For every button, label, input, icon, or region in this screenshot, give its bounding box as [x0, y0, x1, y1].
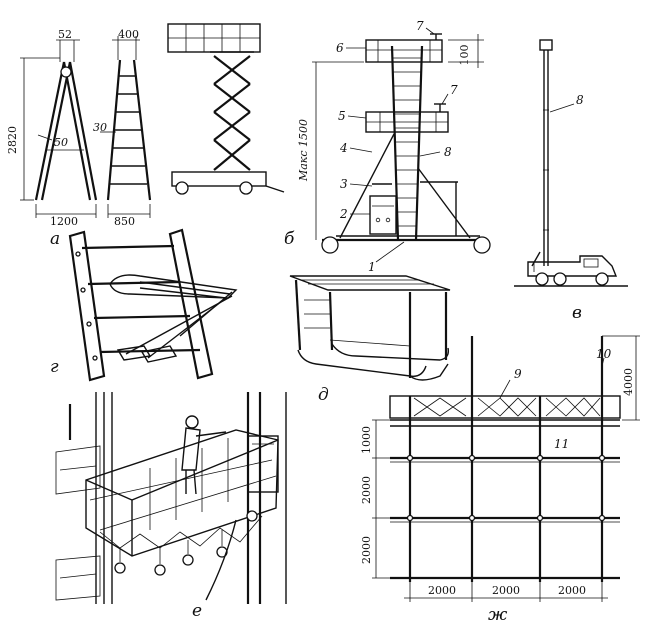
dim-zh-bay2: 2000 — [492, 584, 520, 597]
panel-a: 52 2820 50 1200 400 30 850 — [6, 23, 285, 249]
callout-9: 9 — [514, 367, 522, 381]
dim-top-left: 52 — [58, 28, 72, 41]
callout-8-tower: 8 — [444, 145, 452, 159]
panel-label-b: б — [284, 229, 295, 249]
callout-6: 6 — [336, 41, 344, 55]
dim-mid-right: 30 — [93, 121, 107, 134]
tower-top-dim: 100 — [458, 45, 471, 66]
telescopic-truck-drawing — [514, 39, 628, 287]
callout-7-top: 7 — [416, 19, 424, 33]
scissor-lift-drawing — [167, 23, 285, 195]
dim-zh-tier3: 2000 — [360, 536, 373, 564]
panel-d: д — [289, 275, 451, 405]
tower-height-dim: Макс 1500 — [297, 119, 310, 182]
callout-4: 4 — [339, 141, 348, 155]
stepladder-drawing — [34, 61, 98, 201]
dim-zh-tier2: 2000 — [360, 476, 373, 504]
dim-mid-left: 50 — [54, 136, 68, 149]
panel-zh: 9 10 11 4000 1000 2000 2000 2000 2000 20… — [360, 335, 640, 625]
callout-3: 3 — [340, 177, 348, 191]
stepladder-dimensions: 52 2820 50 1200 — [6, 28, 97, 228]
dim-zh-tier1: 1000 — [360, 426, 373, 454]
callout-5: 5 — [338, 109, 346, 123]
panel-label-zh: ж — [488, 605, 508, 625]
ladder-bracket-drawing — [68, 228, 238, 382]
panel-e: е — [55, 392, 287, 621]
dim-top-right: 400 — [118, 28, 139, 41]
dim-zh-bay1: 2000 — [428, 584, 456, 597]
panel-label-a: а — [50, 229, 60, 249]
trestle-drawing — [289, 275, 451, 381]
panel-label-e: е — [192, 601, 202, 621]
callout-8-mast: 8 — [576, 93, 584, 107]
panel-label-d: д — [318, 385, 329, 405]
mobile-tower-drawing — [312, 27, 491, 263]
suspended-cradle-drawing — [55, 392, 287, 604]
callout-1: 1 — [368, 260, 376, 274]
dim-base-right: 850 — [114, 215, 135, 228]
panel-b: Макс 1500 100 1 2 3 4 5 6 7 7 8 б — [284, 19, 491, 274]
callout-2: 2 — [339, 207, 348, 221]
straight-ladder-drawing: 400 30 850 — [93, 28, 152, 228]
tubular-scaffold-drawing — [372, 335, 640, 602]
callout-10: 10 — [596, 347, 612, 361]
panel-v: 8 в — [514, 39, 628, 323]
callout-7-mid: 7 — [450, 83, 458, 97]
panel-label-g: г — [50, 357, 59, 377]
dim-base-left: 1200 — [50, 215, 78, 228]
panel-label-v: в — [572, 303, 582, 323]
panel-g: г — [50, 228, 238, 382]
dim-height: 2820 — [6, 126, 19, 154]
dim-zh-bay3: 2000 — [558, 584, 586, 597]
dim-zh-top: 4000 — [622, 368, 635, 396]
callout-11: 11 — [554, 437, 569, 451]
